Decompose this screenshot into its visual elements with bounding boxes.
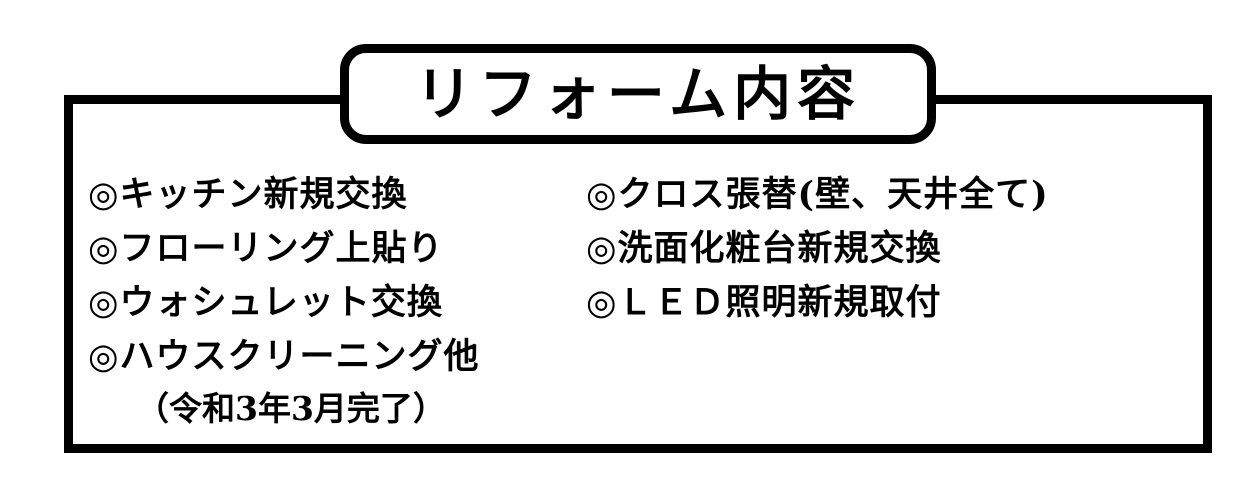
right-item-list: ◎クロス張替(壁、天井全て) ◎洗面化粧台新規交換 ◎ＬＥＤ照明新規取付 [586, 168, 1049, 330]
list-item: ◎洗面化粧台新規交換 [586, 228, 942, 269]
list-item: ◎ＬＥＤ照明新規取付 [586, 282, 942, 323]
list-item: ◎キッチン新規交換 [88, 174, 408, 215]
left-item-list: ◎キッチン新規交換 ◎フローリング上貼り ◎ウォシュレット交換 ◎ハウスクリーニ… [88, 168, 480, 384]
title-box: リフォーム内容 [340, 44, 936, 144]
list-item: ◎ハウスクリーニング他 [88, 336, 480, 377]
list-item: ◎ウォシュレット交換 [88, 282, 443, 323]
list-item: ◎フローリング上貼り [88, 228, 444, 269]
page-title: リフォーム内容 [414, 60, 862, 128]
completion-note: （令和3年3月完了） [136, 389, 446, 428]
list-item: ◎クロス張替(壁、天井全て) [586, 174, 1049, 215]
